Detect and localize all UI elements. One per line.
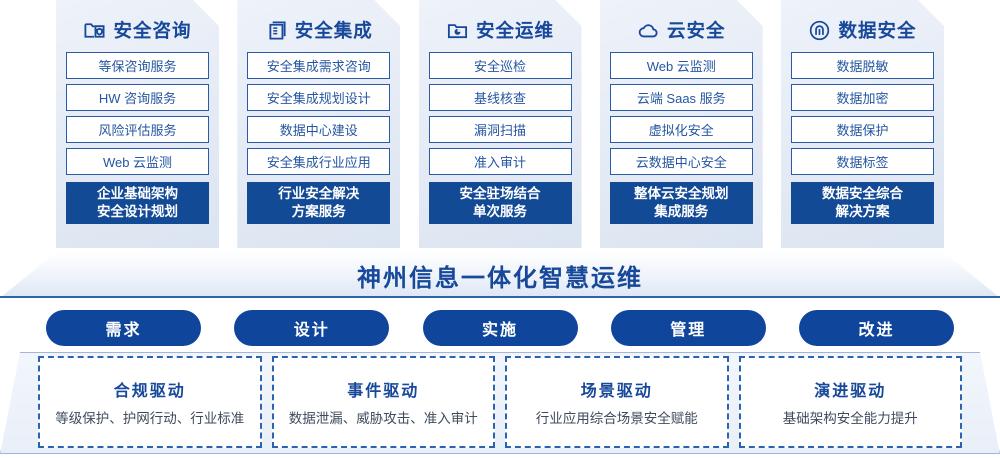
folder-chart-icon (446, 19, 469, 42)
column-item[interactable]: 云数据中心安全 (610, 148, 753, 175)
column-item[interactable]: 等保咨询服务 (66, 52, 209, 79)
drivers-row: 合规驱动 等级保护、护网行动、行业标准 事件驱动 数据泄漏、威胁攻击、准入审计 … (0, 356, 1000, 448)
driver-incident[interactable]: 事件驱动 数据泄漏、威胁攻击、准入审计 (271, 356, 495, 448)
column-item[interactable]: 虚拟化安全 (610, 116, 753, 143)
fingerprint-icon (808, 19, 831, 42)
column-highlight-line: 方案服务 (291, 204, 346, 219)
driver-title: 事件驱动 (347, 383, 420, 400)
column-item[interactable]: 数据脱敏 (791, 52, 934, 79)
column-highlight[interactable]: 整体云安全规划 集成服务 (610, 182, 753, 224)
column-security-operations[interactable]: 安全运维 安全巡检 基线核查 漏洞扫描 准入审计 安全驻场结合 单次服务 (419, 0, 582, 248)
column-title: 数据安全 (838, 20, 917, 41)
platform-banner: 神州信息一体化智慧运维 (0, 252, 1000, 298)
driver-evolution[interactable]: 演进驱动 基础架构安全能力提升 (738, 356, 962, 448)
lifecycle-stages: 需求 设计 实施 管理 改进 (0, 310, 1000, 348)
column-highlight-line: 整体云安全规划 (634, 185, 729, 201)
column-highlight-line: 数据安全综合 (822, 185, 903, 201)
column-highlight[interactable]: 企业基础架构 安全设计规划 (66, 182, 209, 224)
column-title: 安全集成 (294, 20, 373, 41)
column-highlight-line: 行业安全解决 (278, 185, 360, 201)
column-item[interactable]: HW 咨询服务 (66, 84, 209, 111)
column-security-consulting[interactable]: 安全咨询 等保咨询服务 HW 咨询服务 风险评估服务 Web 云监测 企业基础架… (56, 0, 219, 248)
column-highlight[interactable]: 行业安全解决 方案服务 (247, 182, 390, 224)
column-highlight-line: 企业基础架构 (97, 185, 178, 201)
column-header: 云安全 (610, 8, 753, 52)
cloud-icon (637, 19, 660, 42)
driver-description: 行业应用综合场景安全赋能 (535, 411, 698, 426)
column-cloud-security[interactable]: 云安全 Web 云监测 云端 Saas 服务 虚拟化安全 云数据中心安全 整体云… (600, 0, 763, 248)
stage-pill-improvement[interactable]: 改进 (799, 310, 954, 346)
stacked-documents-icon (265, 19, 288, 42)
column-item[interactable]: 数据标签 (791, 148, 934, 175)
driver-scenario[interactable]: 场景驱动 行业应用综合场景安全赋能 (505, 356, 729, 448)
column-highlight-line: 单次服务 (473, 204, 527, 219)
banner-baseline-divider (0, 296, 1000, 298)
column-item[interactable]: 漏洞扫描 (429, 116, 572, 143)
driver-title: 合规驱动 (113, 383, 186, 400)
platform-banner-title: 神州信息一体化智慧运维 (357, 264, 643, 292)
column-title: 安全运维 (475, 20, 554, 41)
column-item[interactable]: 安全集成行业应用 (247, 148, 390, 175)
driver-title: 演进驱动 (814, 383, 887, 400)
column-highlight-line: 安全设计规划 (97, 204, 178, 219)
stage-pill-management[interactable]: 管理 (610, 310, 766, 346)
stage-pill-requirement[interactable]: 需求 (46, 310, 201, 346)
column-item[interactable]: 数据保护 (791, 116, 934, 143)
driver-compliance[interactable]: 合规驱动 等级保护、护网行动、行业标准 (38, 356, 262, 448)
column-item[interactable]: 安全集成规划设计 (247, 84, 390, 111)
column-header: 安全咨询 (66, 8, 209, 52)
column-item[interactable]: 风险评估服务 (66, 116, 209, 143)
folder-shield-icon (83, 19, 106, 42)
column-security-integration[interactable]: 安全集成 安全集成需求咨询 安全集成规划设计 数据中心建设 安全集成行业应用 行… (237, 0, 400, 248)
driver-description: 基础架构安全能力提升 (782, 411, 918, 426)
driver-description: 等级保护、护网行动、行业标准 (55, 411, 245, 426)
column-item[interactable]: 数据中心建设 (247, 116, 390, 143)
capability-columns: 安全咨询 等保咨询服务 HW 咨询服务 风险评估服务 Web 云监测 企业基础架… (0, 0, 1000, 252)
column-item[interactable]: 准入审计 (429, 148, 572, 175)
column-title: 安全咨询 (113, 20, 192, 41)
column-header: 安全集成 (247, 8, 390, 52)
column-item[interactable]: 安全巡检 (429, 52, 572, 79)
column-highlight[interactable]: 安全驻场结合 单次服务 (429, 182, 572, 224)
column-item[interactable]: 安全集成需求咨询 (247, 52, 390, 79)
stage-pill-implementation[interactable]: 实施 (422, 310, 578, 346)
column-item[interactable]: 数据加密 (791, 84, 934, 111)
stage-pill-design[interactable]: 设计 (234, 310, 390, 346)
column-item[interactable]: Web 云监测 (610, 52, 753, 79)
column-highlight-line: 安全驻场结合 (459, 185, 541, 201)
column-header: 安全运维 (429, 8, 572, 52)
column-item[interactable]: 云端 Saas 服务 (610, 84, 753, 111)
column-highlight-line: 解决方案 (835, 204, 890, 219)
column-highlight-line: 集成服务 (654, 204, 709, 219)
column-title: 云安全 (666, 20, 726, 41)
column-header: 数据安全 (791, 8, 934, 52)
column-data-security[interactable]: 数据安全 数据脱敏 数据加密 数据保护 数据标签 数据安全综合 解决方案 (781, 0, 944, 248)
column-item[interactable]: Web 云监测 (66, 148, 209, 175)
driver-title: 场景驱动 (580, 383, 653, 400)
column-item[interactable]: 基线核查 (429, 84, 572, 111)
driver-description: 数据泄漏、威胁攻击、准入审计 (288, 411, 478, 426)
column-highlight[interactable]: 数据安全综合 解决方案 (791, 182, 934, 224)
